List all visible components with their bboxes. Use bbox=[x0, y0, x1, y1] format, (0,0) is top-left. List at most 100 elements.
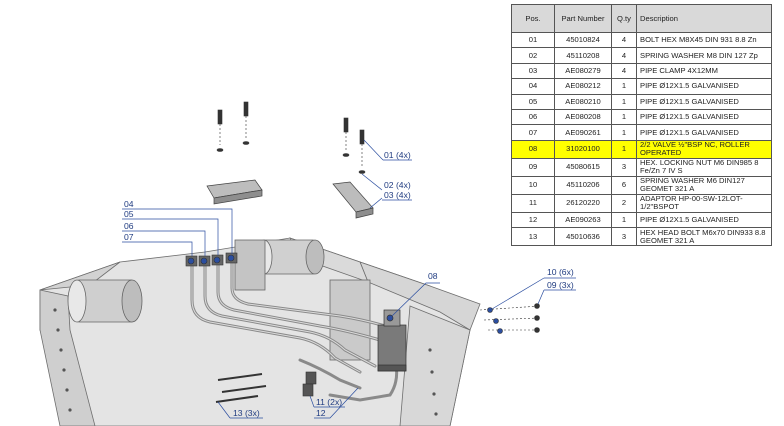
cell-part: AE080212 bbox=[554, 78, 612, 95]
cell-qty: 4 bbox=[611, 47, 637, 64]
cell-part: 45080615 bbox=[554, 157, 612, 177]
cell-qty: 4 bbox=[611, 62, 637, 80]
header-pos: Pos. bbox=[511, 4, 555, 33]
cell-pos: 02 bbox=[511, 47, 555, 64]
cell-qty: 6 bbox=[611, 175, 637, 195]
cell-qty: 1 bbox=[611, 78, 637, 95]
callout-04-label: 04 bbox=[124, 199, 134, 209]
cell-pos: 11 bbox=[511, 193, 555, 213]
cell-pos: 13 bbox=[511, 227, 555, 247]
cell-desc: HEX. LOCKING NUT M6 DIN985 8 Fe/Zn 7 IV … bbox=[636, 157, 772, 177]
roller-left bbox=[67, 279, 143, 323]
cell-desc: PIPE Ø12X1.5 GALVANISED bbox=[636, 124, 772, 141]
callout-07-label: 07 bbox=[124, 232, 134, 242]
parts-list-header-row: Pos. Part Number Q.ty Description bbox=[511, 4, 772, 33]
callout-08-label: 08 bbox=[428, 271, 438, 281]
cell-qty: 4 bbox=[611, 31, 637, 49]
callout-12-label: 12 bbox=[316, 408, 326, 418]
cell-part: 45110206 bbox=[554, 175, 612, 195]
callout-01: 01 (4x) bbox=[363, 139, 412, 161]
cell-qty: 1 bbox=[611, 211, 637, 229]
cell-qty: 1 bbox=[611, 93, 637, 110]
cell-part: 45010636 bbox=[554, 227, 612, 247]
cell-desc: HEX HEAD BOLT M6x70 DIN933 8.8 GEOMET 32… bbox=[636, 227, 772, 247]
bolts bbox=[215, 101, 541, 403]
callout-12: 12 bbox=[314, 387, 359, 419]
cell-part: 31020100 bbox=[554, 139, 612, 159]
callout-09: 09 (3x) bbox=[537, 280, 576, 305]
callout-11-label: 11 (2x) bbox=[316, 397, 342, 407]
cell-pos: 08 bbox=[511, 139, 555, 159]
callout-08: 08 bbox=[391, 271, 440, 317]
cell-qty: 1 bbox=[611, 108, 637, 126]
callout-10-label: 10 (6x) bbox=[547, 267, 574, 277]
cell-pos: 07 bbox=[511, 124, 555, 141]
roller-right bbox=[234, 239, 371, 361]
cell-part: AE090261 bbox=[554, 124, 612, 141]
cell-part: 45110208 bbox=[554, 47, 612, 64]
cell-part: 26120220 bbox=[554, 193, 612, 213]
callout-09-label: 09 (3x) bbox=[547, 280, 574, 290]
header-qty: Q.ty bbox=[611, 4, 637, 33]
cell-desc: SPRING WASHER M6 DIN127 GEOMET 321 A bbox=[636, 175, 772, 195]
callout-13-label: 13 (3x) bbox=[233, 408, 260, 418]
callout-11: 11 (2x) bbox=[309, 395, 345, 408]
cell-desc: PIPE CLAMP 4X12MM bbox=[636, 62, 772, 80]
valve-body bbox=[377, 309, 407, 372]
cell-desc: PIPE Ø12X1.5 GALVANISED bbox=[636, 93, 772, 110]
callout-06-label: 06 bbox=[124, 221, 134, 231]
cell-pos: 04 bbox=[511, 78, 555, 95]
callout-13: 13 (3x) bbox=[217, 401, 263, 419]
callout-10: 10 (6x) bbox=[491, 267, 576, 310]
pipe-fittings bbox=[185, 252, 238, 267]
cell-qty: 2 bbox=[611, 193, 637, 213]
cell-part: AE090263 bbox=[554, 211, 612, 229]
cell-qty: 1 bbox=[611, 124, 637, 141]
cell-qty: 3 bbox=[611, 227, 637, 247]
frame-holes bbox=[53, 308, 438, 416]
callout-02: 02 (4x) bbox=[361, 173, 411, 191]
cell-pos: 05 bbox=[511, 93, 555, 110]
pipe-clamps bbox=[206, 179, 374, 219]
cell-pos: 03 bbox=[511, 62, 555, 80]
cell-pos: 10 bbox=[511, 175, 555, 195]
cell-desc: PIPE Ø12X1.5 GALVANISED bbox=[636, 108, 772, 126]
cell-pos: 01 bbox=[511, 31, 555, 49]
cell-part: AE080210 bbox=[554, 93, 612, 110]
cell-part: AE080279 bbox=[554, 62, 612, 80]
callout-03: 03 (4x) bbox=[369, 190, 412, 209]
pipe-bundle-highlight bbox=[191, 259, 386, 373]
cell-desc: BOLT HEX M8X45 DIN 931 8.8 Zn bbox=[636, 31, 772, 49]
callout-03-label: 03 (4x) bbox=[384, 190, 411, 200]
cell-desc: ADAPTOR HP-00-SW-12LOT-1/2"BSPOT bbox=[636, 193, 772, 213]
cell-desc: PIPE Ø12X1.5 GALVANISED bbox=[636, 78, 772, 95]
cell-part: 45010824 bbox=[554, 31, 612, 49]
header-description: Description bbox=[636, 4, 772, 33]
cell-qty: 1 bbox=[611, 139, 637, 159]
callout-04: 04 bbox=[122, 199, 233, 254]
cell-pos: 09 bbox=[511, 157, 555, 177]
cell-desc: PIPE Ø12X1.5 GALVANISED bbox=[636, 211, 772, 229]
cell-desc: 2/2 VALVE ½"BSP NC, ROLLER OPERATED bbox=[636, 139, 772, 159]
callout-01-label: 01 (4x) bbox=[384, 150, 411, 160]
callout-05: 05 bbox=[122, 209, 219, 255]
cell-qty: 3 bbox=[611, 157, 637, 177]
header-part-number: Part Number bbox=[554, 4, 612, 33]
callout-02-label: 02 (4x) bbox=[384, 180, 411, 190]
callout-05-label: 05 bbox=[124, 209, 134, 219]
